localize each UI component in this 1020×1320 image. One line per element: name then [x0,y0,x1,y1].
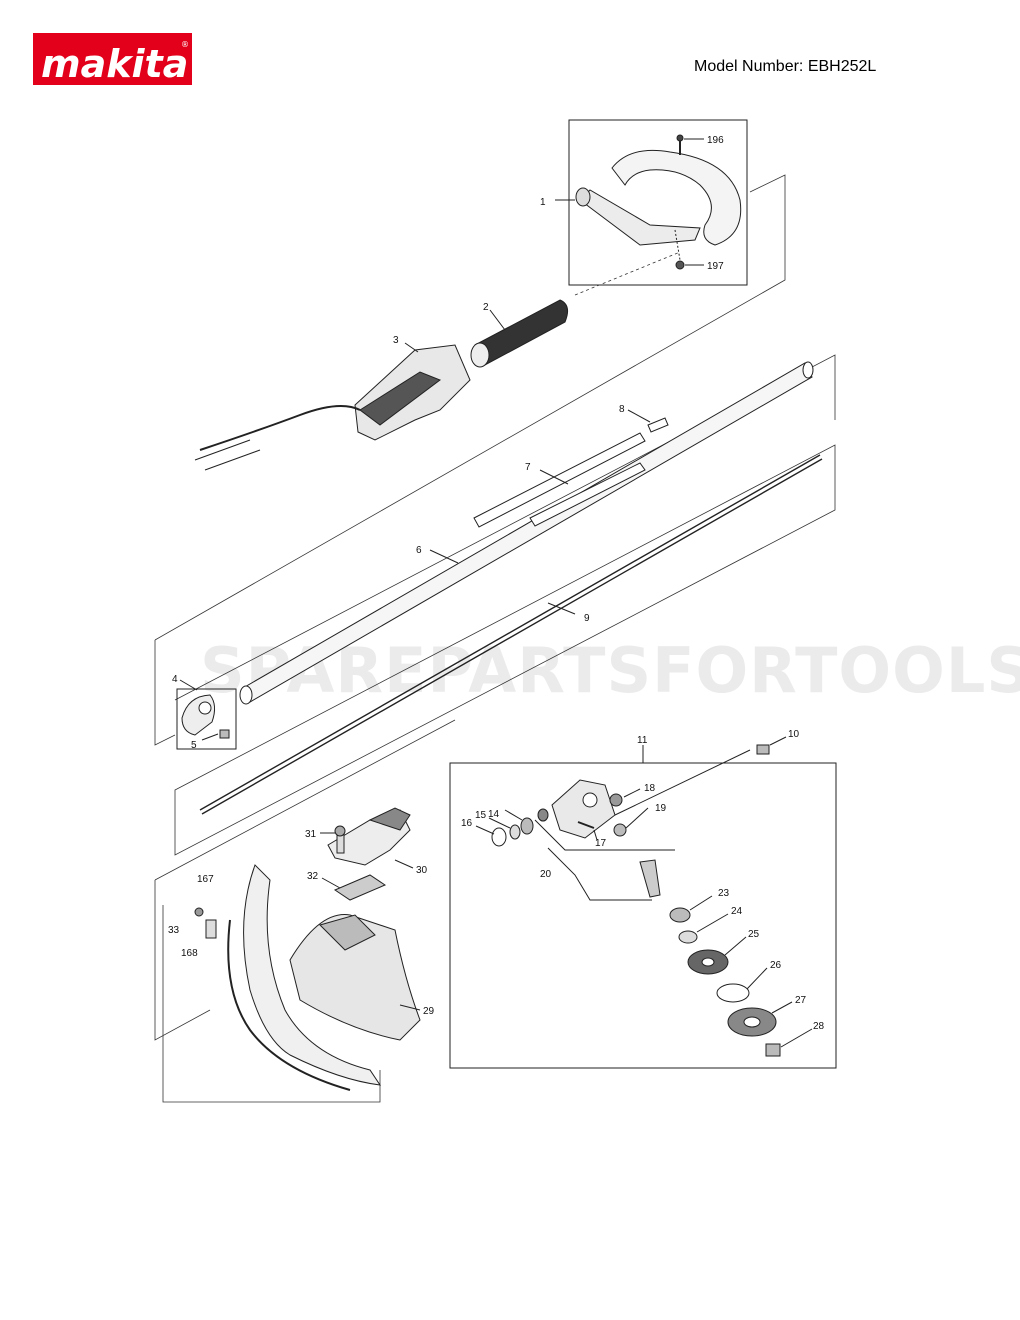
bolt-part-33 [194,907,217,939]
assembly-guidelines [154,174,836,1103]
bolt-5 [219,729,230,739]
callout-7: 7 [525,462,531,473]
handle-bar [579,189,701,246]
callout-16: 16 [461,818,473,829]
guide-upper [154,174,786,641]
handle-end [575,187,591,207]
callout-5: 5 [191,740,197,751]
logo-background [33,33,192,85]
ring-16 [491,827,507,847]
handle-box [568,119,748,286]
guard-part-29 [227,864,421,1091]
bearing-14 [520,817,534,835]
callout-167: 167 [197,874,214,885]
gear-head-assembly-part-11 [449,736,837,1069]
makita-logo: makita ® [33,33,192,85]
gear-housing [551,779,616,839]
callout-15: 15 [475,810,487,821]
callout-20: 20 [540,869,552,880]
callout-25: 25 [748,929,760,940]
logo-wordmark: makita [41,42,188,85]
callout-1: 1 [540,197,546,208]
callout-24: 24 [731,906,743,917]
callout-14: 14 [488,809,500,820]
bolt-part-31 [320,825,346,854]
callout-19: 19 [655,803,667,814]
callout-33: 33 [168,925,180,936]
nut-197 [675,260,685,270]
handle-assembly [555,119,748,286]
nut-28 [765,1043,781,1057]
nut-18 [609,793,623,807]
throttle-housing-part-3 [194,342,471,471]
drive-shaft-part-9 [199,454,823,815]
model-number: Model Number: EBH252L [694,58,877,75]
callout-4: 4 [172,674,178,685]
callout-3: 3 [393,335,399,346]
callout-10: 10 [788,729,800,740]
washer-23 [669,907,691,923]
callout-168: 168 [181,948,198,959]
callout-27: 27 [795,995,807,1006]
callout-196: 196 [707,135,724,146]
liner-part-7 [473,432,646,528]
washer-24 [678,930,698,944]
callout-197: 197 [707,261,724,272]
callout-18: 18 [644,783,656,794]
callout-17: 17 [595,838,607,849]
washer-19 [613,823,627,837]
callout-28: 28 [813,1021,825,1032]
shaft-tube-part-6 [239,361,814,705]
bracket-part-32 [321,874,387,901]
plate-26 [716,983,750,1003]
gear-head-box [449,762,837,1069]
callout-6: 6 [416,545,422,556]
loop-handle [611,149,742,246]
ring-15 [509,824,521,840]
callout-9: 9 [584,613,590,624]
callout-30: 30 [416,865,428,876]
clamp-part-4 [176,679,237,750]
registered-mark: ® [181,40,189,49]
callout-29: 29 [423,1006,435,1017]
bolt-10 [756,744,770,755]
screw-17 [577,821,595,829]
callout-31: 31 [305,829,317,840]
callout-2: 2 [483,302,489,313]
callout-23: 23 [718,888,730,899]
callout-11: 11 [637,735,648,746]
cover-part-30 [327,807,414,869]
callout-26: 26 [770,960,782,971]
label-part-8 [627,409,669,433]
grip-part-2 [470,299,569,368]
spindle-20 [639,859,661,898]
callout-32: 32 [307,871,319,882]
callout-8: 8 [619,404,625,415]
